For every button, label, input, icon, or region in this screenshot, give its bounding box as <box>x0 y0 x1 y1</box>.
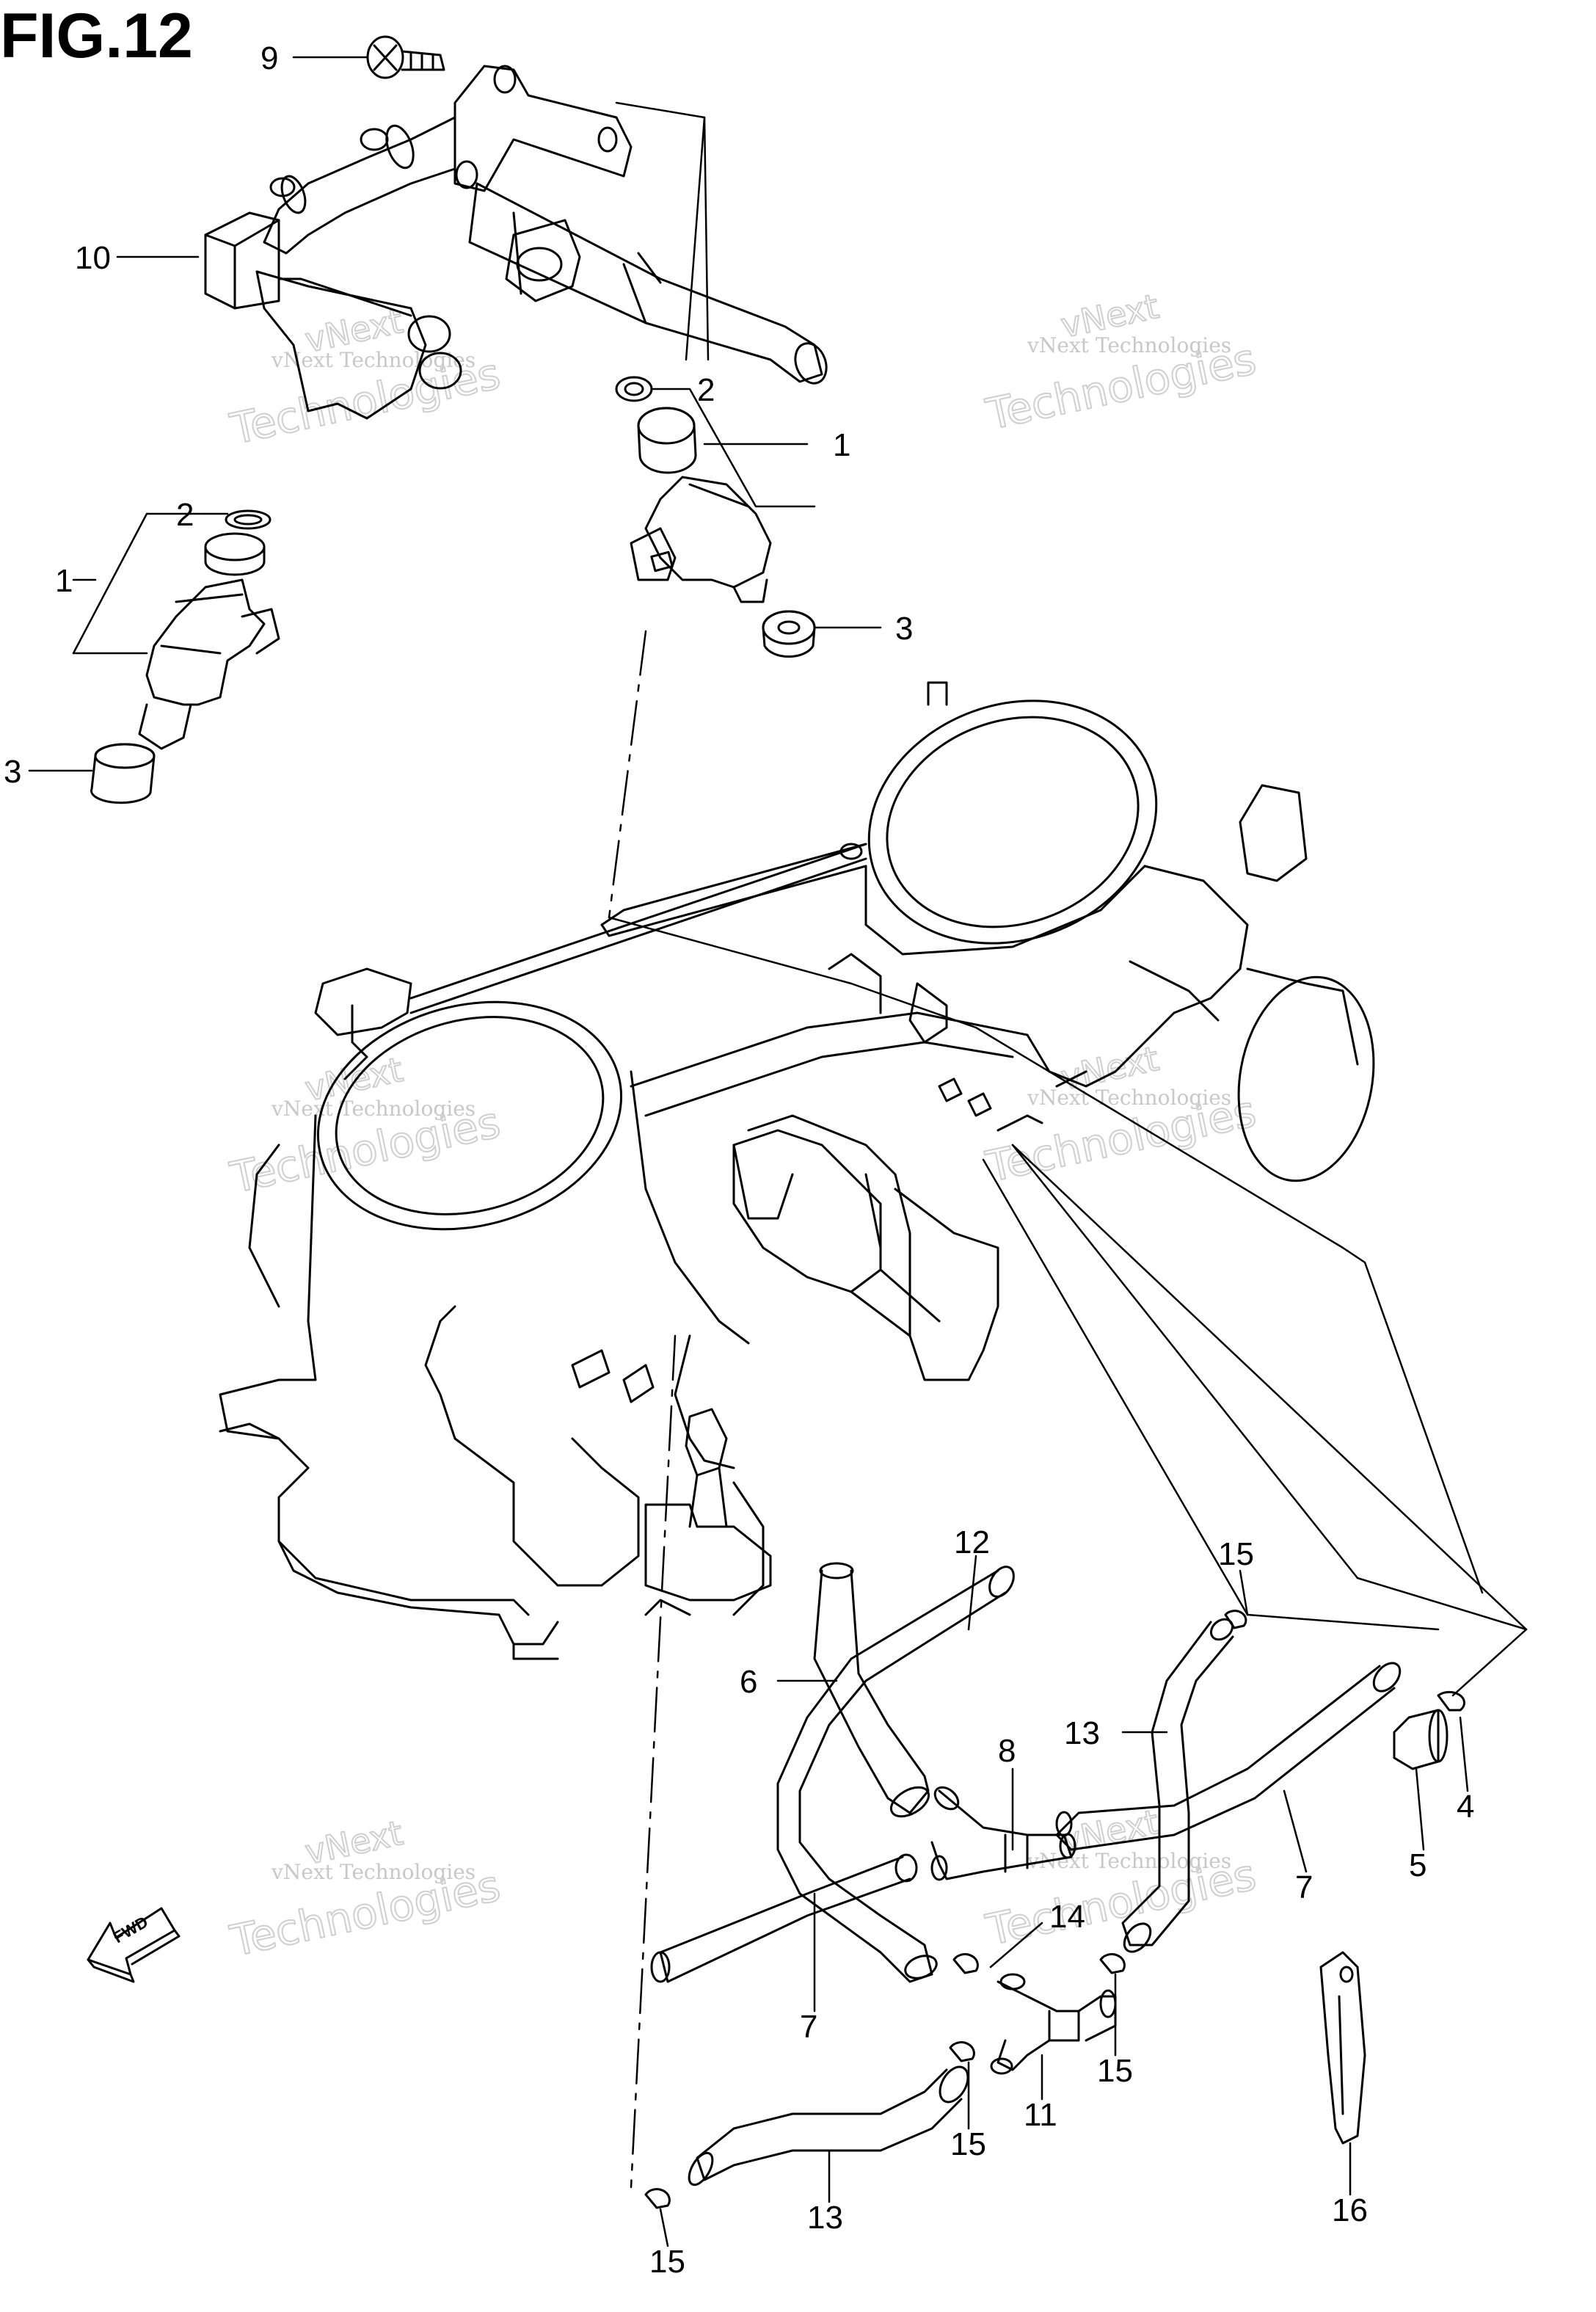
svg-text:vNext Technologies: vNext Technologies <box>271 1097 475 1121</box>
callout-13: 13 <box>1064 1715 1100 1751</box>
watermark: vNext Technologies Technologies vNext <box>225 300 506 455</box>
callout-1: 1 <box>833 427 850 463</box>
watermark: vNext Technologies Technologies vNext <box>225 1049 506 1204</box>
callout-7: 7 <box>1295 1869 1313 1905</box>
callout-15: 15 <box>1218 1536 1254 1572</box>
callout-8: 8 <box>998 1733 1016 1769</box>
screw <box>366 35 445 79</box>
watermark: vNext Technologies Technologies vNext <box>225 1812 506 1967</box>
svg-text:vNext Technologies: vNext Technologies <box>1027 333 1231 357</box>
callout-4: 4 <box>1457 1789 1474 1825</box>
svg-text:vNext Technologies: vNext Technologies <box>1027 1086 1231 1110</box>
callout-leaders <box>28 56 1469 2247</box>
callout-11: 11 <box>1024 2097 1057 2133</box>
watermark: vNext Technologies Technologies vNext <box>981 1801 1261 1956</box>
figure-title: FIG.12 <box>0 1 193 71</box>
callout-9: 9 <box>260 40 278 76</box>
svg-text:vNext Technologies: vNext Technologies <box>271 348 475 372</box>
fuel-rail <box>204 65 828 420</box>
callout-16: 16 <box>1332 2192 1368 2228</box>
watermark: vNext Technologies Technologies vNext <box>981 286 1261 440</box>
callout-3: 3 <box>895 611 913 647</box>
callout-14: 14 <box>1049 1899 1085 1935</box>
callout-15: 15 <box>649 2244 685 2280</box>
callout-6: 6 <box>740 1664 757 1700</box>
callout-1: 1 <box>55 563 73 599</box>
callout-3: 3 <box>4 754 21 790</box>
callout-2: 2 <box>176 497 194 533</box>
callout-15: 15 <box>950 2126 986 2162</box>
callout-5: 5 <box>1409 1847 1426 1883</box>
injector-right <box>615 376 816 658</box>
fwd-arrow-icon: FWD <box>87 1907 181 1983</box>
callout-numbers: 9 10 2 1 3 2 1 3 12 6 15 13 8 4 5 7 14 7… <box>4 40 1474 2280</box>
svg-text:vNext Technologies: vNext Technologies <box>271 1860 475 1884</box>
injector-left <box>90 509 280 804</box>
guide-lines <box>608 101 1528 2189</box>
callout-13: 13 <box>807 2200 843 2236</box>
callout-15: 15 <box>1097 2053 1133 2089</box>
throttle-body-assembly <box>219 681 1375 1660</box>
callout-12: 12 <box>954 1524 990 1560</box>
callout-10: 10 <box>75 240 111 276</box>
callout-2: 2 <box>697 372 715 408</box>
callout-7: 7 <box>800 2009 817 2045</box>
